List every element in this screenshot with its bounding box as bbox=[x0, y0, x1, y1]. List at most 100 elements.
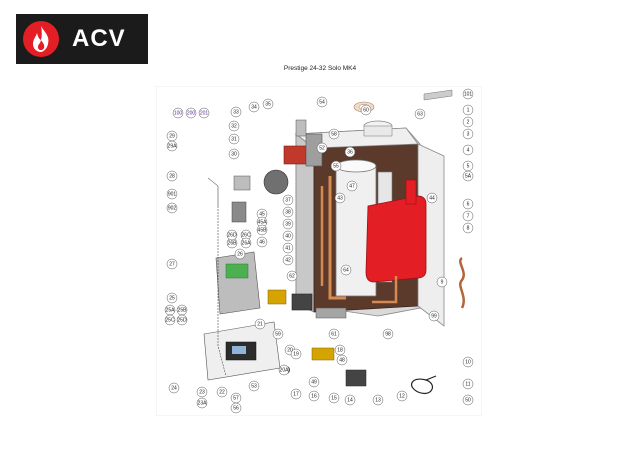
callout-101: 101 bbox=[462, 88, 474, 100]
callout-label: 201 bbox=[200, 111, 209, 117]
callout-label: 8 bbox=[467, 226, 470, 232]
callout-18: 18 bbox=[334, 344, 346, 356]
callout-label: 5 bbox=[467, 164, 470, 170]
callout-42: 42 bbox=[282, 254, 294, 266]
bottom-pump-head bbox=[345, 369, 367, 387]
callout-label: 29 bbox=[169, 134, 175, 140]
callout-23A: 23A bbox=[196, 397, 208, 409]
callout-29A: 29A bbox=[166, 140, 178, 152]
pump bbox=[291, 293, 313, 311]
callout-55: 55 bbox=[330, 160, 342, 172]
callout-label: 23 bbox=[199, 390, 205, 396]
callout-label: 34 bbox=[251, 105, 257, 111]
callout-label: 18 bbox=[337, 348, 343, 354]
callout-6: 6 bbox=[462, 198, 474, 210]
callout-48: 48 bbox=[336, 354, 348, 366]
callout-28: 28 bbox=[166, 170, 178, 182]
control-box bbox=[215, 251, 261, 315]
callout-33: 33 bbox=[230, 106, 242, 118]
callout-label: 20 bbox=[287, 348, 293, 354]
callout-label: 57 bbox=[233, 396, 239, 402]
callout-201: 201 bbox=[198, 107, 210, 119]
flame-icon bbox=[16, 14, 66, 64]
callout-32: 32 bbox=[228, 120, 240, 132]
callout-10: 10 bbox=[462, 356, 474, 368]
filling-loop bbox=[311, 347, 335, 361]
callout-label: 39 bbox=[285, 222, 291, 228]
callout-label: 54 bbox=[319, 100, 325, 106]
callout-label: 25A bbox=[166, 308, 176, 314]
diverter-valve bbox=[267, 289, 287, 305]
callout-37: 37 bbox=[282, 194, 294, 206]
callout-label: 64 bbox=[343, 268, 349, 274]
callout-label: 29A bbox=[168, 144, 178, 150]
callout-label: 53 bbox=[251, 384, 257, 390]
callout-64: 64 bbox=[340, 264, 352, 276]
callout-25B: 25B bbox=[176, 304, 188, 316]
callout-label: 19 bbox=[293, 352, 299, 358]
callout-43: 43 bbox=[334, 192, 346, 204]
callout-label: 45B bbox=[258, 228, 268, 234]
expansion-vessel-bracket bbox=[405, 179, 417, 205]
callout-label: 26A bbox=[242, 241, 252, 247]
callout-label: 44 bbox=[429, 196, 435, 202]
callout-label: 99 bbox=[431, 314, 437, 320]
callout-3: 3 bbox=[462, 128, 474, 140]
wall-bracket bbox=[423, 89, 453, 101]
callout-label: 60 bbox=[363, 108, 369, 114]
callout-38: 38 bbox=[282, 206, 294, 218]
callout-99: 99 bbox=[428, 310, 440, 322]
callout-41: 41 bbox=[282, 242, 294, 254]
callout-29: 29 bbox=[166, 130, 178, 142]
callout-24: 24 bbox=[168, 382, 180, 394]
callout-label: 25 bbox=[169, 296, 175, 302]
callout-label: 17 bbox=[293, 392, 299, 398]
callout-label: 59 bbox=[275, 332, 281, 338]
callout-34: 34 bbox=[248, 101, 260, 113]
callout-56: 56 bbox=[230, 402, 242, 414]
callout-27: 27 bbox=[166, 258, 178, 270]
callout-label: 33 bbox=[233, 110, 239, 116]
callout-label: 902 bbox=[168, 206, 177, 212]
callout-22: 22 bbox=[216, 386, 228, 398]
callout-label: 25B bbox=[178, 308, 188, 314]
callout-25C: 25C bbox=[164, 314, 176, 326]
callout-40: 40 bbox=[282, 230, 294, 242]
callout-label: 61 bbox=[331, 332, 337, 338]
callout-label: 41 bbox=[285, 246, 291, 252]
callout-98: 98 bbox=[382, 328, 394, 340]
callout-63: 63 bbox=[414, 108, 426, 120]
callout-8: 8 bbox=[462, 222, 474, 234]
callout-label: 21 bbox=[257, 322, 263, 328]
callout-30: 30 bbox=[228, 148, 240, 160]
callout-label: 2 bbox=[467, 120, 470, 126]
callout-label: 42 bbox=[285, 258, 291, 264]
pcb bbox=[225, 263, 249, 279]
callout-label: 98 bbox=[385, 332, 391, 338]
callout-17: 17 bbox=[290, 388, 302, 400]
callout-label: 40 bbox=[285, 234, 291, 240]
callout-label: 14 bbox=[347, 398, 353, 404]
callout-label: 4 bbox=[467, 148, 470, 154]
callout-label: 32 bbox=[231, 124, 237, 130]
callout-label: 36 bbox=[347, 150, 353, 156]
callout-7: 7 bbox=[462, 210, 474, 222]
callout-label: 48 bbox=[339, 358, 345, 364]
callout-label: 22 bbox=[219, 390, 225, 396]
callout-35: 35 bbox=[262, 98, 274, 110]
callout-26A: 26A bbox=[240, 237, 252, 249]
callout-20A: 20A bbox=[278, 364, 290, 376]
callout-label: 27 bbox=[169, 262, 175, 268]
document-title: Prestige 24-32 Solo MK4 bbox=[283, 65, 357, 72]
callout-label: 62 bbox=[289, 274, 295, 280]
callout-60: 60 bbox=[360, 104, 372, 116]
callout-49: 49 bbox=[308, 376, 320, 388]
callout-57: 57 bbox=[230, 392, 242, 404]
callout-31: 31 bbox=[228, 133, 240, 145]
callout-label: 31 bbox=[231, 137, 237, 143]
callout-58: 58 bbox=[328, 128, 340, 140]
callout-47: 47 bbox=[346, 180, 358, 192]
callout-label: 47 bbox=[349, 184, 355, 190]
callout-62: 62 bbox=[286, 270, 298, 282]
